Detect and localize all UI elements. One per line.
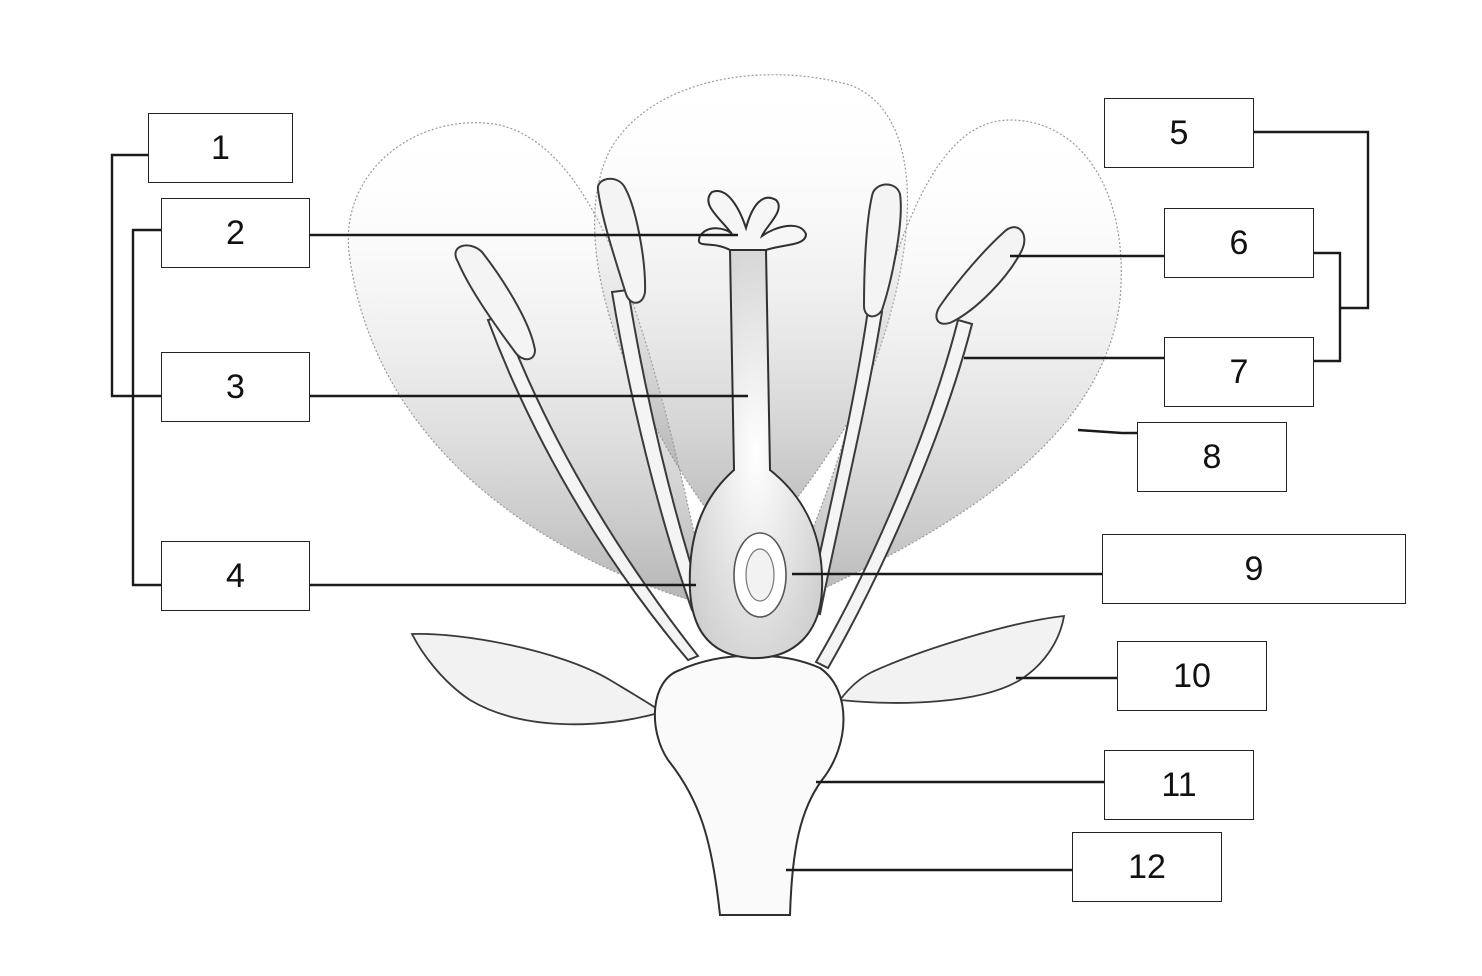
label-text-8: 8 bbox=[1202, 437, 1222, 476]
bracket-2-4 bbox=[131, 228, 161, 587]
anther-far-left bbox=[454, 244, 537, 361]
label-box-1: 1 bbox=[148, 113, 293, 183]
label-box-8: 8 bbox=[1137, 422, 1287, 492]
anther-far-right bbox=[935, 226, 1026, 325]
receptacle bbox=[653, 654, 845, 916]
stalk bbox=[653, 654, 845, 916]
sepal-left bbox=[410, 632, 665, 726]
label-box-10: 10 bbox=[1117, 641, 1267, 711]
label-text-9: 9 bbox=[1244, 549, 1264, 588]
label-box-12: 12 bbox=[1072, 832, 1222, 902]
leader-8 bbox=[1077, 428, 1137, 435]
label-text-3: 3 bbox=[226, 367, 245, 406]
label-text-5: 5 bbox=[1169, 113, 1189, 152]
filament-far-left bbox=[486, 314, 700, 662]
label-box-2: 2 bbox=[161, 198, 310, 268]
sepal-right bbox=[838, 614, 1066, 704]
label-box-3: 3 bbox=[161, 352, 310, 422]
label-box-7: 7 bbox=[1164, 337, 1314, 407]
label-text-2: 2 bbox=[226, 213, 245, 252]
label-text-11: 11 bbox=[1161, 765, 1197, 804]
label-text-4: 4 bbox=[226, 556, 245, 595]
anther-mid-right bbox=[862, 183, 902, 318]
label-box-6: 6 bbox=[1164, 208, 1314, 278]
ovary-style bbox=[688, 249, 824, 660]
anther-mid-left bbox=[596, 177, 647, 304]
label-box-11: 11 bbox=[1104, 750, 1254, 820]
stamens bbox=[454, 177, 1026, 670]
label-text-10: 10 bbox=[1173, 656, 1211, 695]
filament-mid-right bbox=[806, 308, 884, 616]
bracket-1-3 bbox=[110, 153, 161, 398]
bracket-6-7 bbox=[1314, 251, 1342, 363]
leader-lines bbox=[110, 130, 1370, 872]
label-text-7: 7 bbox=[1229, 352, 1249, 391]
sepals bbox=[410, 614, 1066, 726]
label-box-9: 9 bbox=[1102, 534, 1406, 604]
ovule-inner bbox=[745, 548, 775, 602]
label-text-6: 6 bbox=[1229, 223, 1249, 262]
filament-far-right bbox=[814, 318, 974, 670]
label-text-12: 12 bbox=[1128, 847, 1166, 886]
label-box-4: 4 bbox=[161, 541, 310, 611]
bracket-5 bbox=[1254, 130, 1370, 310]
pistil bbox=[688, 190, 824, 660]
label-box-5: 5 bbox=[1104, 98, 1254, 168]
label-text-1: 1 bbox=[211, 128, 230, 167]
